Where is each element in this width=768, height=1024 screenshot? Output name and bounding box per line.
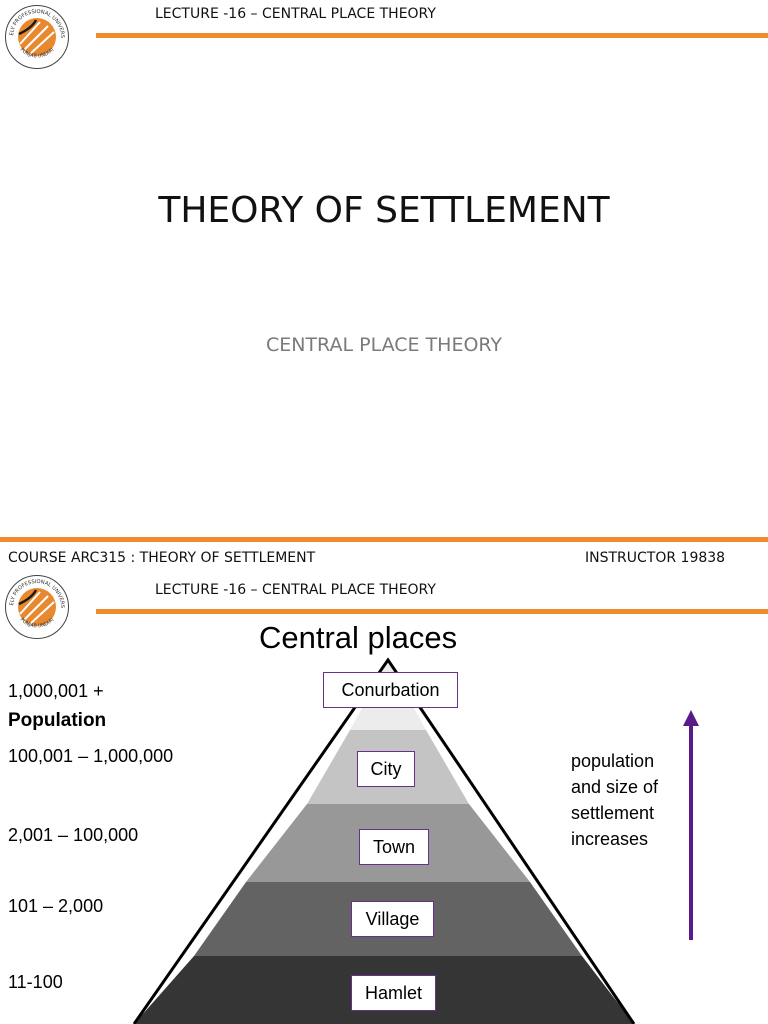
population-hamlet: 11-100 [8,972,63,992]
increase-arrow-icon [683,710,699,726]
header-divider [96,33,768,38]
increase-note-line: settlement [571,803,655,823]
lecture-header: LECTURE -16 – CENTRAL PLACE THEORY [155,582,436,598]
slide-subtitle: CENTRAL PLACE THEORY [265,334,503,356]
level-box-conurbation: Conurbation [323,672,458,708]
population-town: 2,001 – 100,000 [8,825,139,845]
level-box-town: Town [359,829,429,865]
university-logo: LOVELY PROFESSIONAL UNIVERSITY PUNJAB (I… [4,4,69,69]
population-conurbation: 1,000,001 + [8,681,104,701]
central-places-title: Central places [259,620,458,655]
population-village: 101 – 2,000 [8,896,104,916]
level-box-village: Village [351,901,434,937]
pyramid-outline [132,657,636,1024]
increase-note-line: increases [571,829,649,849]
increase-note-line: and size of [571,777,659,797]
slide-title: THEORY OF SETTLEMENT [158,190,610,231]
instructor-footer: INSTRUCTOR 19838 [585,550,726,566]
lecture-header: LECTURE -16 – CENTRAL PLACE THEORY [155,6,436,22]
level-box-hamlet: Hamlet [351,975,436,1011]
population-city: 100,001 – 1,000,000 [8,746,174,766]
university-logo: LOVELY PROFESSIONAL UNIVERSITY PUNJAB (I… [4,574,69,639]
header-divider [96,609,768,614]
increase-note: population and size of settlement increa… [571,748,658,852]
level-box-city: City [357,751,415,787]
population-heading: Population [8,710,107,731]
footer-divider [0,537,768,542]
increase-note-line: population [571,751,655,771]
course-footer: COURSE ARC315 : THEORY OF SETTLEMENT [8,550,316,566]
